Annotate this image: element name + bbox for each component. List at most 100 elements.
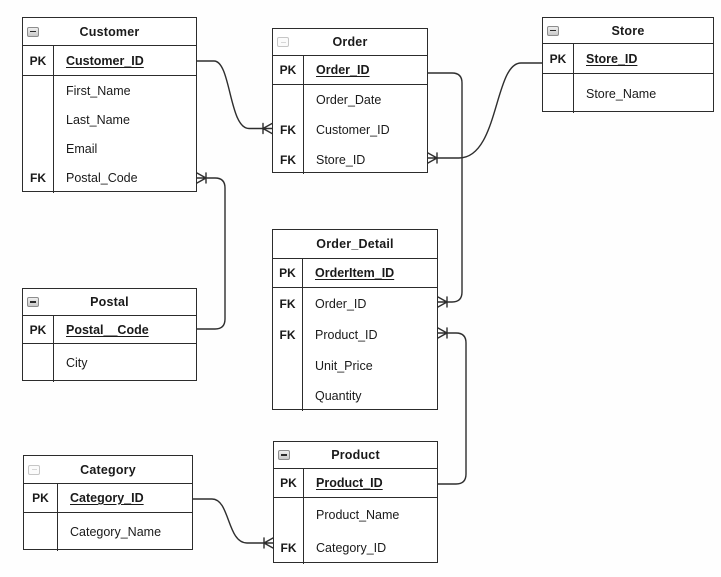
entity-product-header[interactable]: Product [274, 442, 437, 469]
key-label [273, 85, 304, 115]
key-label [24, 513, 58, 551]
column-name: Store_ID [316, 152, 366, 167]
table-row[interactable]: Store_Name [543, 74, 713, 113]
entity-product[interactable]: Product PK Product_ID Product_Name FK Ca… [273, 441, 438, 564]
table-row[interactable]: FK Order_ID [273, 288, 437, 319]
table-row[interactable]: Order_Date [273, 85, 427, 115]
column-name: Quantity [315, 389, 362, 403]
connection-customer-order[interactable] [196, 60, 273, 135]
table-row[interactable]: FK Customer_ID [273, 115, 427, 145]
crow-foot-icon [427, 152, 438, 164]
entity-customer[interactable]: Customer PK Customer_ID First_Name Last_… [22, 17, 197, 193]
table-title: Category [80, 462, 136, 477]
connection-postal-customer[interactable] [196, 172, 226, 330]
connection-store-order[interactable] [427, 62, 543, 164]
pk-label: PK [23, 316, 54, 343]
key-label [273, 381, 303, 411]
entity-order-header[interactable]: Order [273, 29, 427, 56]
fk-label: FK [273, 288, 303, 319]
column-name: OrderItem_ID [315, 266, 395, 280]
column-name: Email [66, 141, 98, 156]
entity-order-detail-header[interactable]: Order_Detail [273, 230, 437, 259]
entity-postal-header[interactable]: Postal [23, 289, 196, 316]
table-title: Order_Detail [316, 237, 394, 251]
collapse-minus-icon[interactable] [27, 26, 39, 37]
table-row[interactable]: FK Product_ID [273, 319, 437, 350]
key-label [23, 344, 54, 382]
table-title: Postal [90, 295, 129, 309]
fk-label: FK [273, 115, 304, 145]
table-row[interactable]: First_Name [23, 76, 196, 105]
table-row[interactable]: FK Postal_Code [23, 163, 196, 193]
crow-foot-icon [263, 537, 274, 549]
table-row[interactable]: Category_Name [24, 513, 192, 551]
key-label [274, 498, 304, 531]
table-row[interactable]: Unit_Price [273, 350, 437, 381]
table-row[interactable]: PK Postal__Code [23, 316, 196, 344]
table-row[interactable]: City [23, 344, 196, 382]
column-name: Order_Date [316, 93, 382, 107]
key-label [23, 134, 54, 163]
connection-product-orderdetail[interactable] [437, 327, 467, 485]
table-row[interactable]: PK Category_ID [24, 484, 192, 513]
column-name: Last_Name [66, 112, 130, 127]
column-name: City [66, 356, 88, 370]
entity-store[interactable]: Store PK Store_ID Store_Name [542, 17, 714, 113]
crow-foot-icon [437, 327, 448, 339]
column-name: Order_ID [315, 296, 367, 311]
table-row[interactable]: FK Category_ID [274, 531, 437, 564]
connection-category-product[interactable] [192, 498, 274, 549]
table-row[interactable]: PK OrderItem_ID [273, 259, 437, 288]
column-name: Order_ID [316, 63, 370, 77]
collapse-minus-icon[interactable] [547, 25, 559, 36]
table-row[interactable]: PK Store_ID [543, 44, 713, 74]
entity-category-header[interactable]: Category [24, 456, 192, 484]
table-title: Product [331, 448, 380, 462]
fk-label: FK [273, 145, 304, 174]
column-name: Category_Name [70, 525, 162, 539]
crow-foot-icon [262, 122, 273, 135]
entity-order-detail[interactable]: Order_Detail PK OrderItem_ID FK Order_ID… [272, 229, 438, 411]
connection-order-orderdetail[interactable] [427, 72, 463, 308]
table-row[interactable]: PK Product_ID [274, 469, 437, 498]
entity-customer-header[interactable]: Customer [23, 18, 196, 46]
entity-category[interactable]: Category PK Category_ID Category_Name [23, 455, 193, 551]
entity-order[interactable]: Order PK Order_ID Order_Date FK Customer… [272, 28, 428, 174]
table-row[interactable]: Email [23, 134, 196, 163]
pk-label: PK [273, 56, 304, 84]
collapse-minus-icon[interactable] [278, 450, 290, 460]
column-name: Customer_ID [66, 53, 144, 68]
table-row[interactable]: PK Order_ID [273, 56, 427, 85]
table-row[interactable]: FK Store_ID [273, 145, 427, 174]
pk-label: PK [24, 484, 58, 512]
table-row[interactable]: Product_Name [274, 498, 437, 531]
collapse-minus-icon[interactable] [27, 297, 39, 307]
fk-label: FK [274, 531, 304, 564]
table-title: Order [332, 35, 368, 49]
fk-label: FK [273, 319, 303, 350]
column-name: Category_ID [316, 540, 387, 555]
column-name: Product_Name [316, 507, 400, 522]
entity-store-header[interactable]: Store [543, 18, 713, 44]
pk-label: PK [274, 469, 304, 497]
column-name: Postal_Code [66, 171, 138, 185]
column-name: Store_Name [586, 86, 657, 101]
crow-foot-icon [196, 172, 207, 184]
column-name: Product_ID [316, 476, 383, 490]
table-title: Store [611, 23, 645, 38]
entity-postal[interactable]: Postal PK Postal__Code City [22, 288, 197, 382]
collapse-ghost-icon[interactable] [28, 464, 40, 475]
fk-label: FK [23, 163, 54, 193]
collapse-ghost-icon[interactable] [277, 37, 289, 47]
table-row[interactable]: PK Customer_ID [23, 46, 196, 76]
key-label [273, 350, 303, 381]
column-name: Unit_Price [315, 358, 373, 373]
table-row[interactable]: Quantity [273, 381, 437, 411]
crow-foot-icon [437, 296, 448, 308]
column-name: Store_ID [586, 51, 638, 66]
column-name: Product_ID [315, 327, 378, 342]
table-row[interactable]: Last_Name [23, 105, 196, 134]
column-name: Postal__Code [66, 322, 149, 337]
pk-label: PK [543, 44, 574, 73]
